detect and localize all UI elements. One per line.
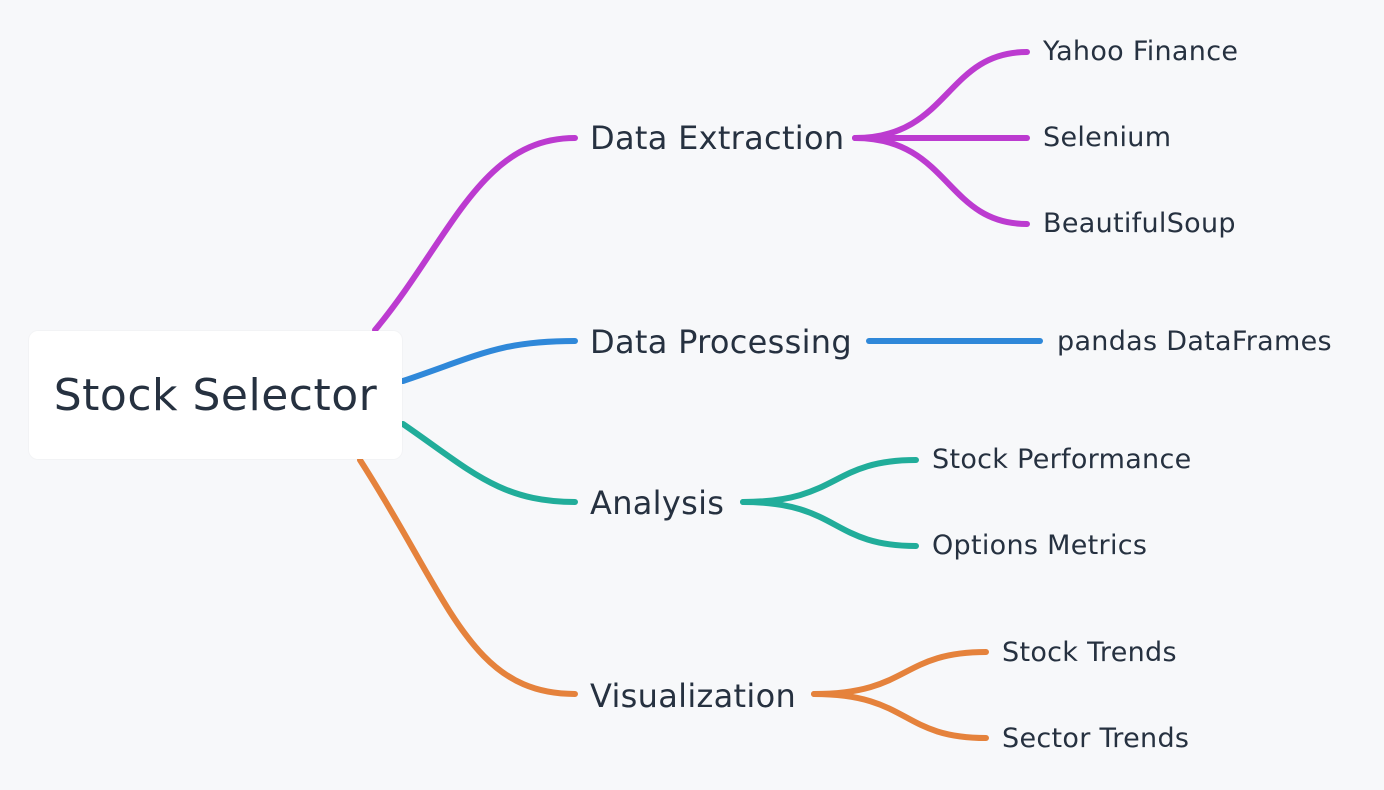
connector-root-data-extraction [372,135,578,333]
visualization-connectors [357,457,989,741]
connector-yahoo-finance [852,49,1030,141]
connector-root-data-processing [400,338,578,384]
subtopic-yahoo-finance[interactable]: Yahoo Finance [1043,36,1239,67]
subtopic-options-metrics[interactable]: Options Metrics [932,530,1148,561]
subtopic-pandas-dataframes[interactable]: pandas DataFrames [1057,326,1332,357]
connector-sector-trends [811,691,989,741]
connector-options-metrics [740,499,919,549]
connector-root-analysis [400,421,578,505]
subtopic-stock-trends[interactable]: Stock Trends [1002,637,1177,668]
connector-beautifulsoup [852,135,1030,227]
subtopic-selenium[interactable]: Selenium [1043,122,1172,153]
analysis-connectors [400,421,919,549]
topic-data-processing[interactable]: Data Processing [590,323,852,361]
extraction-connectors [372,49,1030,333]
topic-visualization[interactable]: Visualization [590,677,797,715]
connector-root-visualization [357,457,578,697]
root-node[interactable]: Stock Selector [29,331,402,459]
topic-analysis[interactable]: Analysis [590,484,725,522]
subtopic-stock-performance[interactable]: Stock Performance [932,444,1192,475]
subtopic-beautifulsoup[interactable]: BeautifulSoup [1043,208,1236,239]
root-label: Stock Selector [53,369,378,421]
topic-data-extraction[interactable]: Data Extraction [590,119,845,157]
connector-stock-trends [811,649,989,697]
subtopic-sector-trends[interactable]: Sector Trends [1002,723,1190,754]
connector-stock-performance [740,457,919,505]
processing-connectors [400,338,1043,384]
